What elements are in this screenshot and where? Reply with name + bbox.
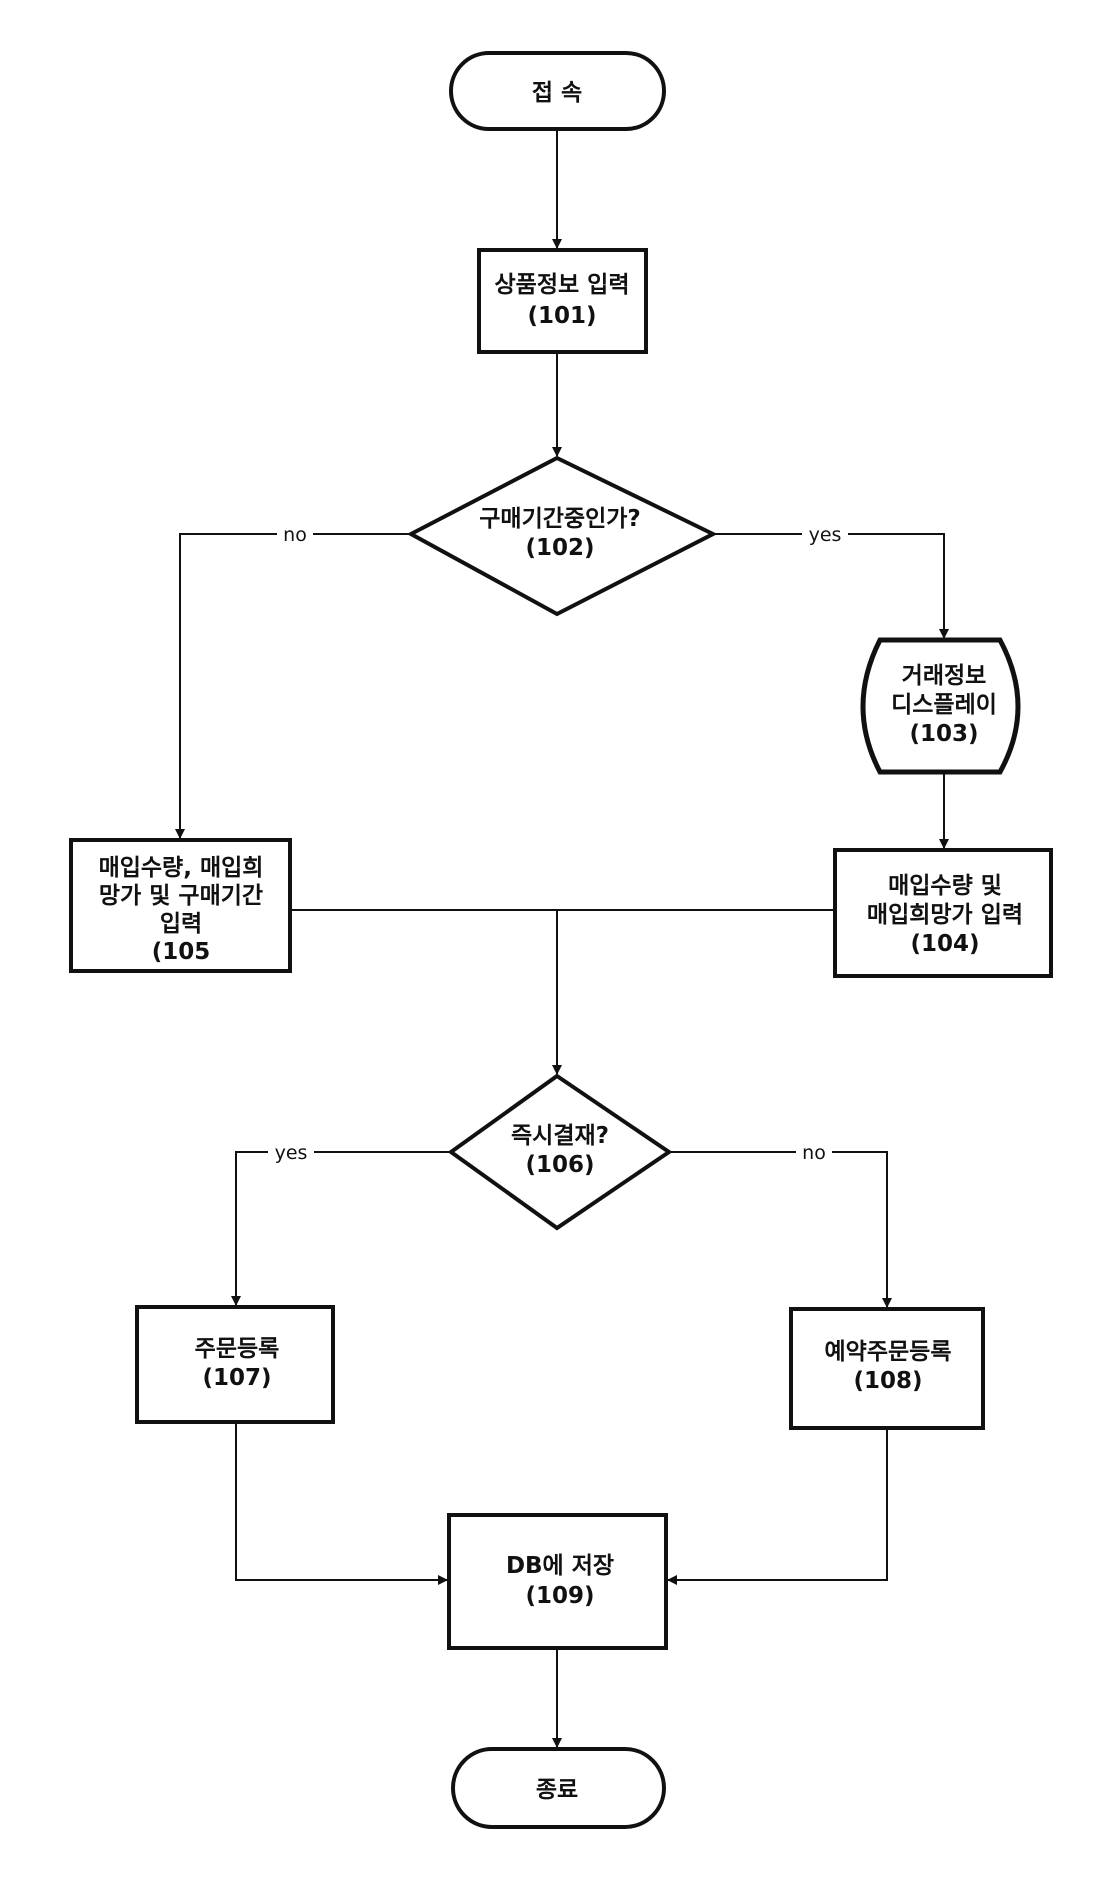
node-end-label: 종료 bbox=[536, 1777, 578, 1803]
node-105-line4: (105 bbox=[152, 939, 211, 965]
process-shape bbox=[447, 1513, 668, 1650]
node-start-label: 접 속 bbox=[532, 80, 582, 106]
process-shape bbox=[833, 848, 1053, 978]
node-103: 거래정보 디스플레이 (103) bbox=[860, 637, 1021, 775]
node-103-line1: 거래정보 bbox=[902, 663, 987, 689]
edge-107-to-109 bbox=[235, 1424, 448, 1585]
node-106-line2: (106) bbox=[525, 1152, 594, 1178]
node-104-line3: (104) bbox=[910, 931, 979, 957]
edge-106-yes-to-107 bbox=[231, 1151, 451, 1306]
node-103-line3: (103) bbox=[909, 721, 978, 747]
node-start: 접 속 bbox=[449, 51, 666, 131]
process-shape bbox=[789, 1307, 985, 1430]
edge-label-106-yes: yes bbox=[275, 1142, 308, 1164]
edge-labels: no yes yes no bbox=[268, 522, 848, 1164]
node-108: 예약주문등록 (108) bbox=[789, 1307, 985, 1430]
display-shape bbox=[860, 637, 1021, 775]
node-107-line2: (107) bbox=[202, 1365, 271, 1391]
edge-label-106-no: no bbox=[802, 1142, 826, 1164]
edge-label-102-no: no bbox=[283, 524, 307, 546]
node-102-line1: 구매기간중인가? bbox=[479, 506, 640, 532]
node-109-line2: (109) bbox=[525, 1583, 594, 1609]
edge-102-yes-to-103 bbox=[713, 533, 949, 639]
node-101-line1: 상품정보 입력 bbox=[495, 272, 630, 298]
node-105-line2: 망가 및 구매기간 bbox=[99, 883, 263, 909]
node-108-line2: (108) bbox=[853, 1368, 922, 1394]
node-105-line1: 매입수량, 매입희 bbox=[99, 855, 264, 881]
node-101: 상품정보 입력 (101) bbox=[477, 248, 648, 354]
node-end: 종료 bbox=[451, 1747, 666, 1829]
decision-shape bbox=[447, 1073, 673, 1231]
node-107-line1: 주문등록 bbox=[195, 1336, 280, 1362]
node-104-line1: 매입수량 및 bbox=[888, 873, 1002, 899]
terminator-shape bbox=[451, 1747, 666, 1829]
node-108-line1: 예약주문등록 bbox=[825, 1339, 952, 1365]
node-109: DB에 저장 (109) bbox=[447, 1513, 668, 1650]
node-106-line1: 즉시결재? bbox=[511, 1123, 609, 1149]
node-102-line2: (102) bbox=[525, 535, 594, 561]
node-103-line2: 디스플레이 bbox=[891, 692, 997, 718]
node-104: 매입수량 및 매입희망가 입력 (104) bbox=[833, 848, 1053, 978]
edge-label-102-yes: yes bbox=[809, 524, 842, 546]
node-105-line3: 입력 bbox=[160, 911, 202, 937]
node-105: 매입수량, 매입희 망가 및 구매기간 입력 (105 bbox=[69, 838, 292, 973]
node-101-line2: (101) bbox=[527, 303, 596, 329]
edges bbox=[175, 131, 949, 1748]
node-102: 구매기간중인가? (102) bbox=[406, 455, 718, 617]
process-shape bbox=[477, 248, 648, 354]
node-107: 주문등록 (107) bbox=[135, 1305, 335, 1424]
node-104-line2: 매입희망가 입력 bbox=[867, 902, 1023, 928]
edge-108-to-109 bbox=[667, 1430, 888, 1585]
terminator-shape bbox=[449, 51, 666, 131]
process-shape bbox=[69, 838, 292, 973]
edge-106-no-to-108 bbox=[669, 1151, 892, 1308]
edge-102-no-to-105 bbox=[175, 533, 413, 839]
node-106: 즉시결재? (106) bbox=[447, 1073, 673, 1231]
decision-shape bbox=[406, 455, 718, 617]
node-109-line1: DB에 저장 bbox=[506, 1553, 614, 1579]
process-shape bbox=[135, 1305, 335, 1424]
